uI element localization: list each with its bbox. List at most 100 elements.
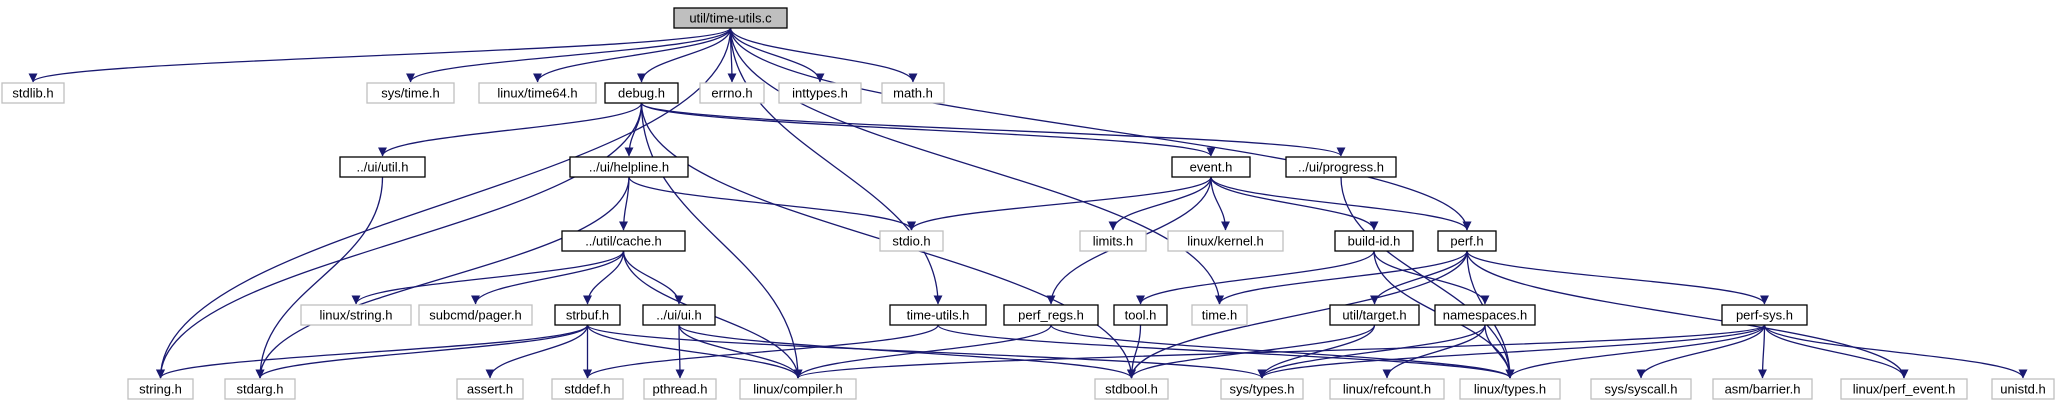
node-cache[interactable]: ../util/cache.h (561, 230, 686, 252)
node-target-label: util/target.h (1342, 308, 1406, 323)
node-strbuf-box[interactable] (554, 304, 621, 326)
node-timeutils-box[interactable] (889, 304, 987, 326)
node-target[interactable]: util/target.h (1329, 304, 1420, 326)
edge-perfsys-to-unistd (1763, 324, 2028, 379)
node-buildid[interactable]: build-id.h (1334, 230, 1414, 252)
node-root-box[interactable] (673, 7, 788, 29)
node-perf-box[interactable] (1437, 230, 1497, 252)
node-uiutil[interactable]: ../ui/util.h (339, 156, 426, 178)
edge-cache-to-uiui (622, 250, 684, 305)
node-perf[interactable]: perf.h (1437, 230, 1497, 252)
node-tool-box[interactable] (1113, 304, 1168, 326)
edge-debug-to-progress (640, 102, 1346, 157)
node-perfregs-box[interactable] (1003, 304, 1099, 326)
node-perfregs[interactable]: perf_regs.h (1003, 304, 1099, 326)
node-stdarg-box (224, 378, 296, 400)
node-helpline[interactable]: ../ui/helpline.h (569, 156, 689, 178)
edge-root-to-perf (729, 27, 1472, 231)
edge-root-to-debug (637, 27, 732, 83)
node-cache-box[interactable] (561, 230, 686, 252)
edge-perfsys-to-systypes (1257, 324, 1766, 379)
node-errno: errno.h (699, 82, 765, 104)
node-stddef: stddef.h (551, 378, 624, 400)
node-stringh-label: string.h (139, 382, 182, 397)
node-tool[interactable]: tool.h (1113, 304, 1168, 326)
node-timeh: time.h (1191, 304, 1248, 326)
node-perfsys[interactable]: perf-sys.h (1721, 304, 1808, 326)
node-uiutil-label: ../ui/util.h (356, 160, 408, 175)
node-stdio-box (879, 230, 944, 252)
node-root-label: util/time-utils.c (689, 11, 772, 26)
edge-cache-to-strbuf (583, 250, 625, 305)
node-math-label: math.h (893, 86, 933, 101)
node-systime-label: sys/time.h (381, 86, 440, 101)
edge-event-to-buildid (1210, 176, 1379, 231)
node-uiui-box[interactable] (642, 304, 716, 326)
node-limits: limits.h (1079, 230, 1147, 252)
node-strbuf[interactable]: strbuf.h (554, 304, 621, 326)
node-namespaces-box[interactable] (1434, 304, 1536, 326)
node-namespaces[interactable]: namespaces.h (1434, 304, 1536, 326)
node-target-box[interactable] (1329, 304, 1420, 326)
node-uiui[interactable]: ../ui/ui.h (642, 304, 716, 326)
edge-root-to-stringh (156, 27, 732, 379)
node-root[interactable]: util/time-utils.c (673, 7, 788, 29)
node-linuxtypes-label: linux/types.h (1474, 382, 1546, 397)
node-assert-box (456, 378, 524, 400)
node-tool-label: tool.h (1125, 308, 1157, 323)
node-uiutil-box[interactable] (339, 156, 426, 178)
edge-root-to-linuxtime64 (533, 27, 732, 83)
node-progress-box[interactable] (1285, 156, 1397, 178)
node-linuxtypes-box (1459, 378, 1561, 400)
node-linuxkernel-label: linux/kernel.h (1187, 234, 1264, 249)
node-perf-label: perf.h (1450, 234, 1483, 249)
node-timeh-label: time.h (1202, 308, 1237, 323)
node-stdio-label: stdio.h (892, 234, 930, 249)
edge-strbuf-to-stdarg (255, 324, 589, 379)
node-stdbool: stdbool.h (1094, 378, 1169, 400)
node-linuxtypes: linux/types.h (1459, 378, 1561, 400)
node-debug-box[interactable] (604, 82, 679, 104)
edge-tool-to-stdbool (1127, 324, 1142, 379)
node-stdarg: stdarg.h (224, 378, 296, 400)
edge-event-to-linuxkernel (1210, 176, 1230, 231)
node-perfregs-label: perf_regs.h (1018, 308, 1084, 323)
edge-helpline-to-cache (619, 176, 630, 231)
edge-perfsys-to-barrier (1758, 324, 1768, 379)
node-event[interactable]: event.h (1171, 156, 1251, 178)
node-buildid-box[interactable] (1334, 230, 1414, 252)
node-progress-label: ../ui/progress.h (1298, 160, 1384, 175)
node-uiui-label: ../ui/ui.h (656, 308, 702, 323)
edge-cache-to-pager (471, 250, 625, 305)
edge-event-to-stdio (907, 176, 1212, 231)
node-timeh-box (1191, 304, 1248, 326)
node-stdlib-box (1, 82, 65, 104)
node-systypes: sys/types.h (1220, 378, 1304, 400)
node-stdbool-label: stdbool.h (1105, 382, 1158, 397)
node-compiler: linux/compiler.h (739, 378, 857, 400)
node-timeutils[interactable]: time-utils.h (889, 304, 987, 326)
node-debug[interactable]: debug.h (604, 82, 679, 104)
node-barrier: asm/barrier.h (1712, 378, 1813, 400)
node-progress[interactable]: ../ui/progress.h (1285, 156, 1397, 178)
node-perfsys-box[interactable] (1721, 304, 1808, 326)
node-syscall-label: sys/syscall.h (1605, 382, 1678, 397)
node-helpline-box[interactable] (569, 156, 689, 178)
edge-root-to-timeutils (729, 27, 943, 305)
node-inttypes-label: inttypes.h (792, 86, 848, 101)
node-systime: sys/time.h (366, 82, 455, 104)
node-pthread-box (643, 378, 717, 400)
node-helpline-label: ../ui/helpline.h (589, 160, 669, 175)
node-event-box[interactable] (1171, 156, 1251, 178)
node-cache-label: ../util/cache.h (585, 234, 662, 249)
node-stringh: string.h (127, 378, 194, 400)
node-pager: subcmd/pager.h (418, 304, 533, 326)
edge-namespaces-to-systypes (1257, 324, 1486, 379)
node-pthread: pthread.h (643, 378, 717, 400)
node-stdio: stdio.h (879, 230, 944, 252)
node-errno-label: errno.h (711, 86, 752, 101)
node-refcount-box (1329, 378, 1445, 400)
node-barrier-box (1712, 378, 1813, 400)
node-pthread-label: pthread.h (653, 382, 708, 397)
